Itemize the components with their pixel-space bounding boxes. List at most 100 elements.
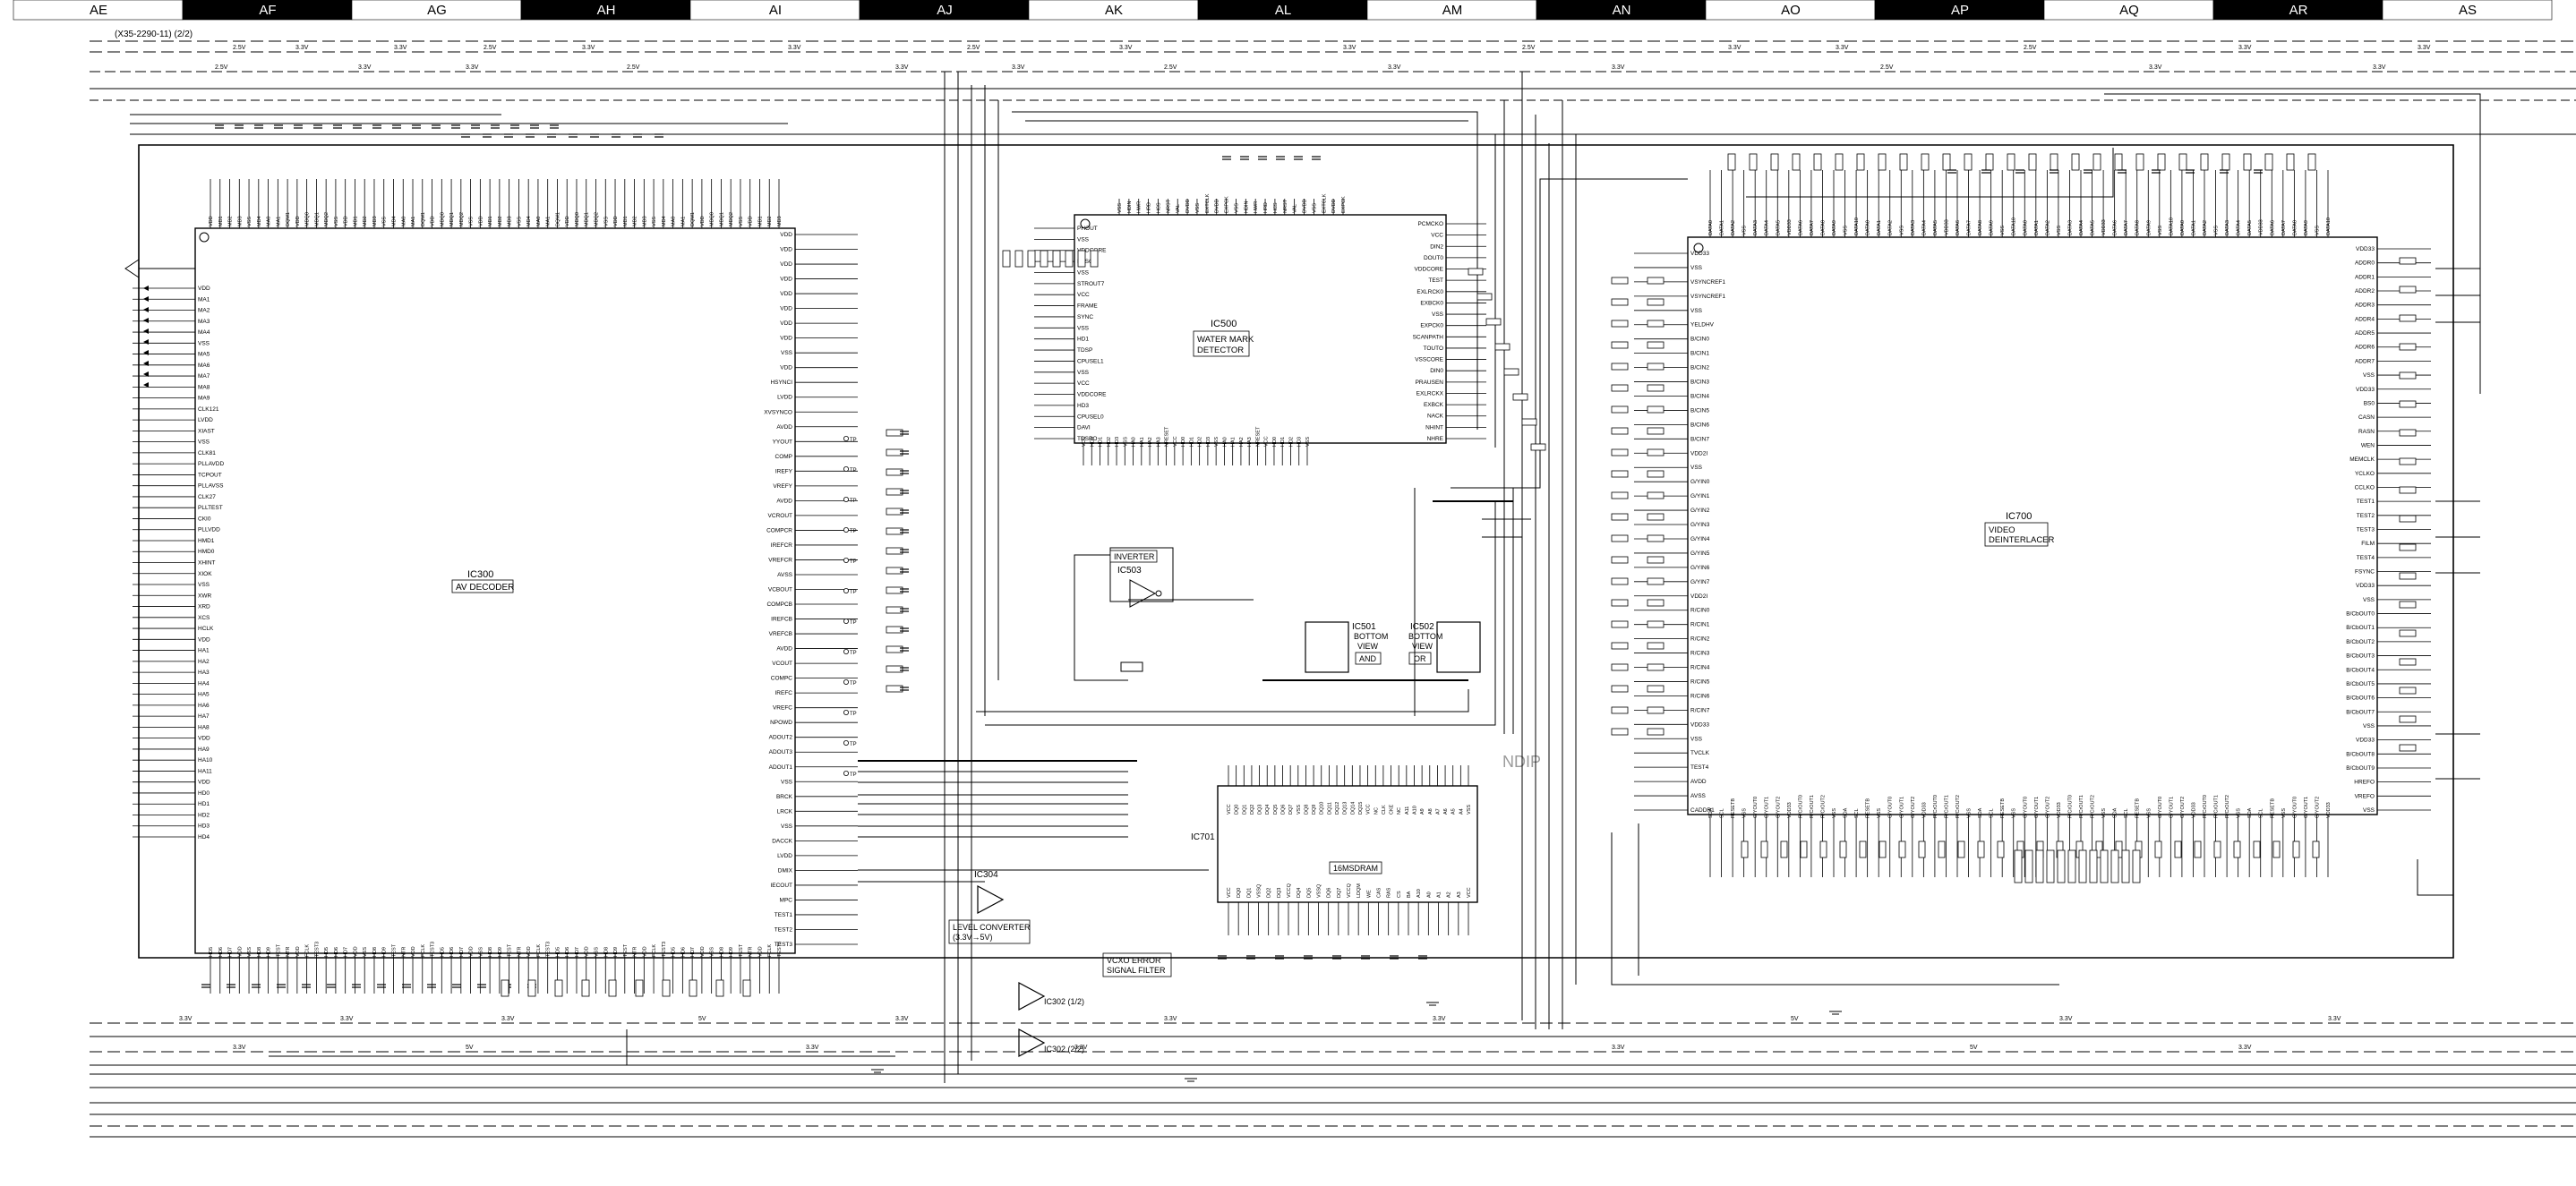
pin-name: TEST [391, 943, 397, 957]
resistor [1647, 577, 1665, 585]
pin-name: DQ1 [1242, 805, 1247, 815]
resistor [2092, 153, 2101, 171]
voltage-tag: 3.3V [1343, 45, 1356, 51]
pin-name: MA3 [198, 319, 210, 325]
pin-name: HCS [1156, 202, 1161, 213]
voltage-tag: 2.5V [1164, 64, 1177, 71]
pin-name: SCL [1990, 808, 1995, 818]
pin-name: FILM [2361, 541, 2375, 547]
pin-name: MDQ2 [729, 212, 734, 226]
pin-name: RASN [2358, 429, 2375, 435]
ic500-pin1-marker [1080, 218, 1091, 229]
pin-name: VSS [469, 217, 475, 226]
resistor [1090, 250, 1099, 268]
pin-name: ADDR2 [2355, 288, 2375, 294]
resistor [1503, 368, 1519, 376]
pin-name: MA7 [198, 373, 210, 380]
pin-name: HD5 [440, 947, 445, 957]
pin-name: EXPCK [1225, 196, 1230, 213]
pin-name: DIN2 [1430, 243, 1443, 250]
ic700-right-pins: VDD33ADDR0ADDR1ADDR2ADDR3ADDR4ADDR5ADDR6… [2346, 246, 2431, 814]
resistor [1611, 685, 1629, 693]
resistor [2399, 429, 2417, 437]
pin-name: SCL [2259, 808, 2264, 818]
pin-name: VSS [1297, 805, 1302, 815]
resistor [1647, 491, 1665, 499]
pin-name: B/CbOUT7 [2346, 709, 2375, 715]
pin-name: DVDD [1185, 199, 1191, 213]
voltage-tag: 3.3V [582, 45, 595, 51]
pin-name: DQ15 [1358, 802, 1364, 815]
pin-name: G/YIN0 [1690, 479, 1710, 485]
resistor [1611, 384, 1629, 392]
crystal [1120, 661, 1143, 672]
pin-name: R/CIN2 [1690, 636, 1710, 643]
pin-name: HD0 [198, 790, 210, 797]
pin-name: ADOUT2 [769, 735, 793, 741]
pin-name: VSS [2146, 808, 2152, 818]
voltage-tag: 3.3V [806, 1045, 819, 1051]
pin-name: VDD [780, 247, 792, 253]
pin-name: HD5 [555, 947, 561, 957]
pin-name: COMP [775, 454, 793, 460]
pin-name: RAS [1387, 887, 1392, 898]
pin-name: WE [1366, 890, 1372, 898]
pin-name: R/CIN5 [1690, 678, 1710, 685]
pin-name: MDQ1 [449, 212, 455, 226]
pin-name: DATA3 [2225, 220, 2230, 235]
ic501-name-line1: BOTTOM [1354, 632, 1388, 641]
pin-name: HD1 [1077, 337, 1089, 343]
pin-name: G/YOUT2 [2180, 797, 2186, 818]
resistor [1647, 685, 1665, 693]
net-arrow [143, 328, 149, 334]
pin-name: R/CIN4 [1690, 665, 1710, 671]
pin-name: VCC [1366, 804, 1372, 815]
pin-name: MDQ0 [710, 212, 715, 226]
test-point [843, 558, 850, 564]
pin-name: VCC [1077, 380, 1090, 387]
pin-name: NRST [1166, 199, 1171, 213]
ic302-name-line1: VCXO ERROR [1107, 956, 1161, 965]
pin-name: AVDD [776, 646, 792, 653]
pin-name: VDD [700, 946, 706, 957]
ic302-name-line2: SIGNAL FILTER [1107, 966, 1166, 975]
pin-name: VDD33 [1921, 802, 1927, 818]
voltage-tag: 2.5V [1880, 64, 1894, 71]
pin-name: NTR [633, 947, 638, 957]
pin-name: HCS [1273, 202, 1279, 213]
pin-name: HCLK [198, 626, 214, 632]
pin-name: HD5 [324, 947, 329, 957]
voltage-tag: 3.3V [1836, 45, 1849, 51]
pin-name: HD2 [198, 812, 210, 818]
resistor [1468, 268, 1484, 276]
pin-name: MDQ1 [314, 212, 320, 226]
pin-name: MDQ1 [719, 212, 724, 226]
pin-name: AVSS [777, 572, 793, 578]
pin-name: IREFY [775, 468, 793, 474]
pin-name: DATA0 [2180, 220, 2186, 235]
resistor [1485, 318, 1502, 326]
resistor [2286, 153, 2295, 171]
net-arrow [143, 371, 149, 377]
pin-name: DQ2 [1267, 888, 1272, 898]
pin-name: VSS [198, 582, 210, 588]
resistor [1819, 840, 1827, 858]
pin-name: MDQ2 [595, 212, 600, 226]
pin-name: BRCK [776, 794, 793, 800]
pin-name: DATA1 [2034, 220, 2040, 235]
pin-name: VSS [2363, 597, 2375, 603]
resistor [1065, 250, 1074, 268]
resistor [1647, 728, 1665, 736]
voltage-tag: 2.5V [215, 64, 228, 71]
voltage-tag: 3.3V [1074, 1045, 1088, 1051]
pin-name: DATA9 [1990, 220, 1995, 235]
pin-name: HREFO [2354, 780, 2375, 786]
resistor [886, 527, 903, 535]
pin-name: VSS [781, 779, 793, 785]
pin-name: DQ2 [1250, 805, 1255, 815]
pin-name: HDIN [1244, 201, 1249, 213]
pin-name: DATA7 [1810, 220, 1815, 235]
pin-name: HD5 [672, 947, 677, 957]
resistor [1611, 577, 1629, 585]
